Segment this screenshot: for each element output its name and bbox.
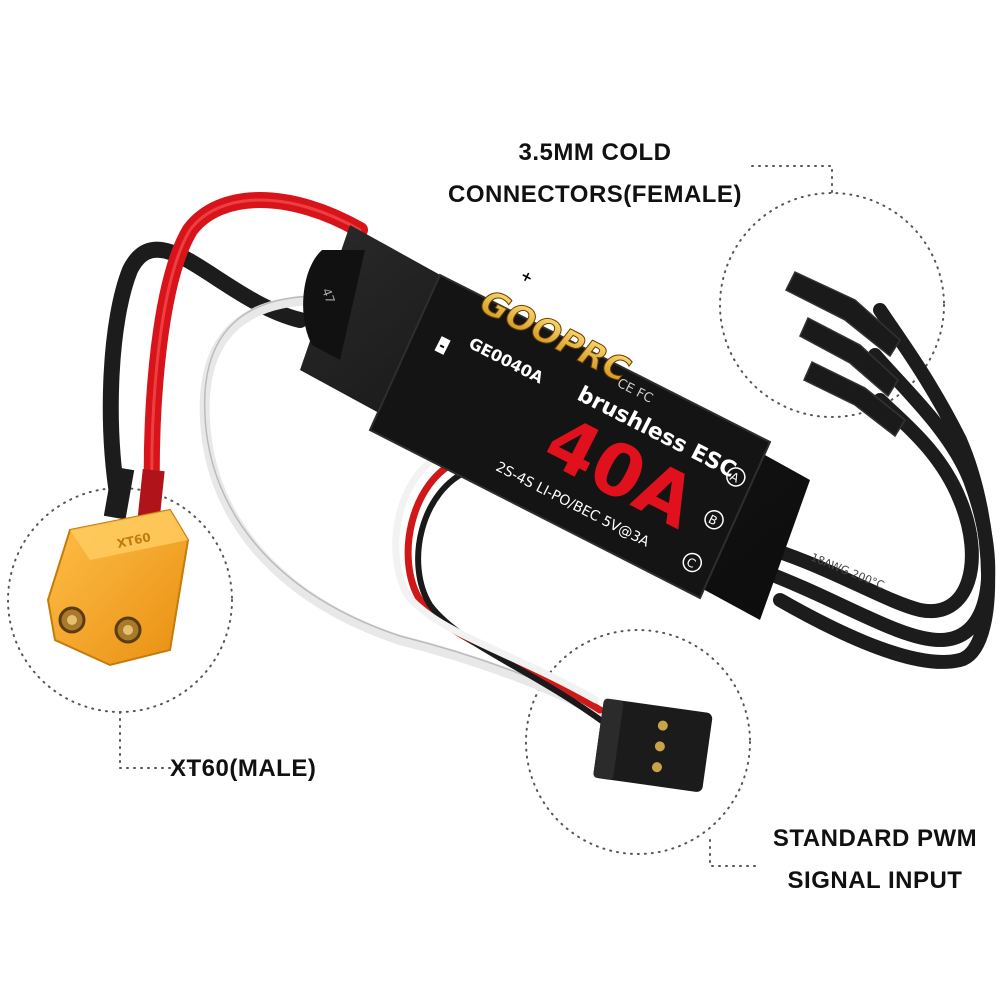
callout-circles bbox=[7, 165, 945, 867]
esc-body: 47 GOOPRC GE0040A CE FC brushless ESC 40… bbox=[300, 225, 810, 620]
callout-pwm-line2: SIGNAL INPUT bbox=[787, 867, 963, 894]
capacitor-marking: 47 bbox=[319, 286, 337, 305]
motor-wires bbox=[733, 303, 996, 669]
capacitor bbox=[303, 250, 365, 360]
leader-line-xt60 bbox=[119, 711, 197, 769]
xt60-connector: XT60 bbox=[46, 466, 190, 667]
callout-circle-pwm bbox=[525, 629, 751, 855]
xt60-body-text: XT60 bbox=[116, 530, 152, 551]
esc-label-plate bbox=[368, 273, 772, 600]
bullet-connectors bbox=[784, 271, 906, 438]
callout-cold-connectors: 3.5MM COLD CONNECTORS(FEMALE) bbox=[440, 132, 750, 216]
wire-black-main bbox=[102, 241, 308, 508]
callout-xt60-line1: XT60(MALE) bbox=[170, 755, 317, 782]
leader-line-pwm bbox=[709, 839, 761, 867]
callout-cold-line2: CONNECTORS(FEMALE) bbox=[448, 181, 742, 208]
bullet-connector-1 bbox=[784, 271, 901, 358]
callout-xt60: XT60(MALE) bbox=[170, 748, 316, 790]
callout-circle-cold-connectors bbox=[719, 192, 945, 418]
bullet-connector-3 bbox=[803, 360, 906, 438]
callout-pwm-line1: STANDARD PWM bbox=[772, 825, 978, 852]
callout-cold-line1: 3.5MM COLD bbox=[518, 139, 672, 166]
callout-pwm: STANDARD PWM SIGNAL INPUT bbox=[760, 818, 990, 902]
servo-pin-2 bbox=[654, 741, 665, 752]
pwm-servo-plug bbox=[593, 698, 713, 792]
leader-line-cold bbox=[751, 165, 833, 194]
servo-pin-3 bbox=[651, 762, 662, 773]
servo-pin-1 bbox=[657, 720, 668, 731]
bullet-connector-2 bbox=[799, 316, 899, 398]
signal-wire bbox=[199, 295, 615, 727]
